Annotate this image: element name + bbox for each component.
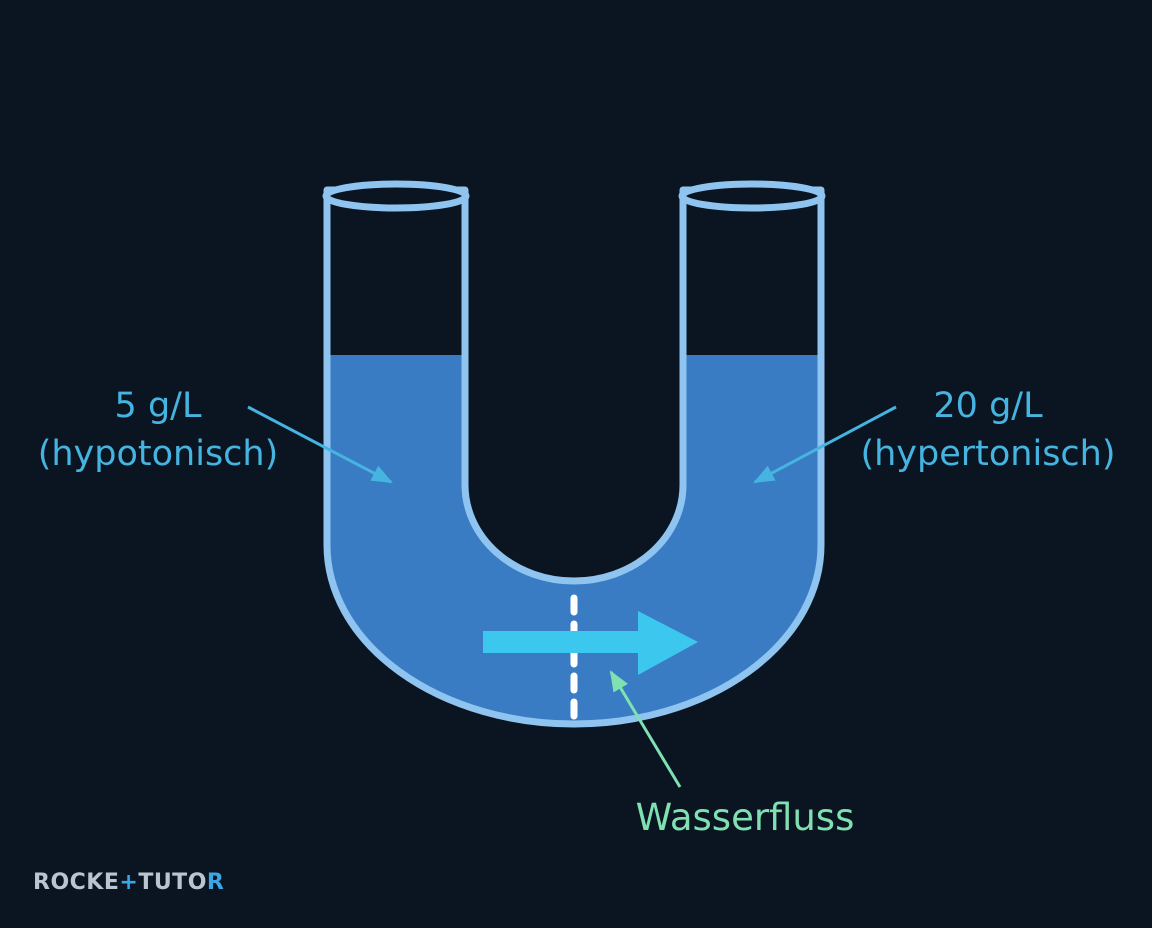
rocket-tutor-logo: ROCKE+TUTOR — [33, 870, 224, 895]
pointer-arrow-icon — [609, 670, 682, 788]
logo-text-part1: ROCKE — [33, 870, 120, 895]
pointer-arrow-icon — [247, 405, 393, 484]
logo-text-end: R — [206, 870, 225, 895]
logo-plus: + — [119, 870, 139, 895]
right-side-label: 20 g/L (hypertonisch) — [842, 382, 1134, 478]
water-flow-label: Wasserfluss — [635, 796, 855, 839]
water-fill — [327, 355, 821, 724]
left-concentration: 5 g/L — [114, 386, 202, 426]
left-tonicity: (hypotonisch) — [37, 434, 279, 474]
right-concentration: 20 g/L — [933, 386, 1043, 426]
arrow-right-icon — [483, 611, 698, 675]
u-tube-outline — [323, 186, 825, 728]
left-side-label: 5 g/L (hypotonisch) — [18, 382, 298, 478]
logo-text-part2: TUTO — [138, 870, 207, 895]
pointer-arrow-icon — [753, 405, 897, 484]
right-tube-opening — [678, 180, 826, 212]
left-tube-opening — [322, 180, 470, 212]
right-tonicity: (hypertonisch) — [860, 434, 1116, 474]
